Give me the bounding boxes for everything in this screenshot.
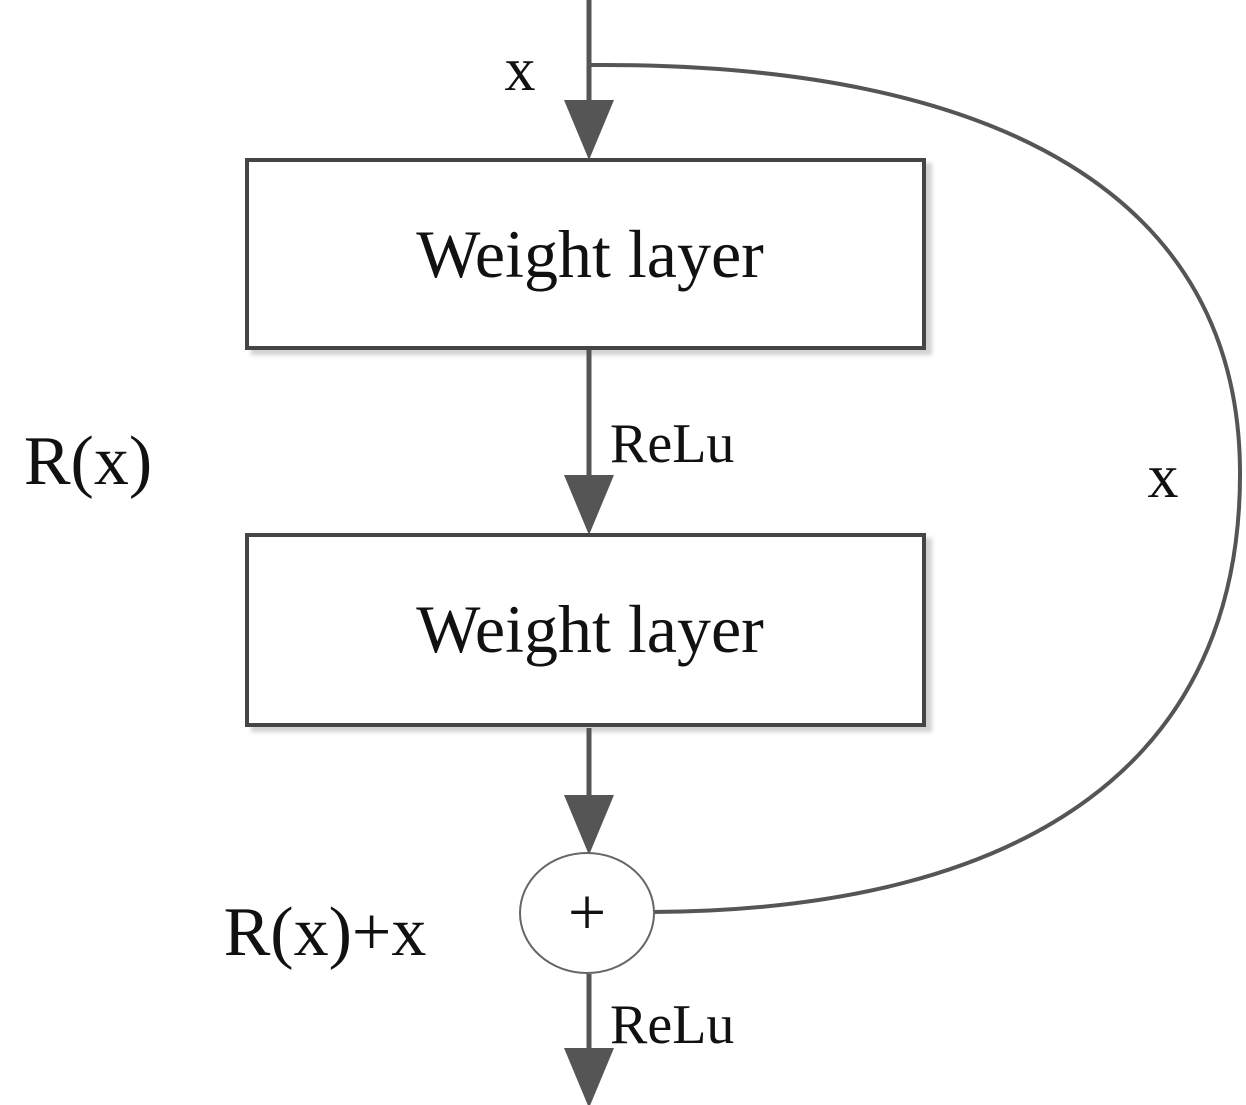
plus-icon: + [568, 874, 606, 950]
adder-circle [519, 852, 655, 974]
weight-layer-1: Weight layer [245, 158, 926, 350]
residual-label: R(x) [24, 423, 152, 500]
weight-layer-1-label: Weight layer [416, 216, 764, 292]
weight-layer-2-label: Weight layer [416, 591, 764, 667]
relu-label-1: ReLu [610, 413, 734, 475]
adder-node: + [519, 852, 655, 974]
skip-connection [588, 62, 1243, 914]
input-label: x [505, 36, 536, 104]
sum-label: R(x)+x [224, 894, 427, 971]
weight-layer-1-box [245, 158, 926, 350]
weight-layer-2-box [245, 533, 926, 727]
weight-layer-2: Weight layer [245, 533, 926, 727]
skip-label: x [1148, 443, 1179, 511]
relu-label-2: ReLu [610, 994, 734, 1056]
